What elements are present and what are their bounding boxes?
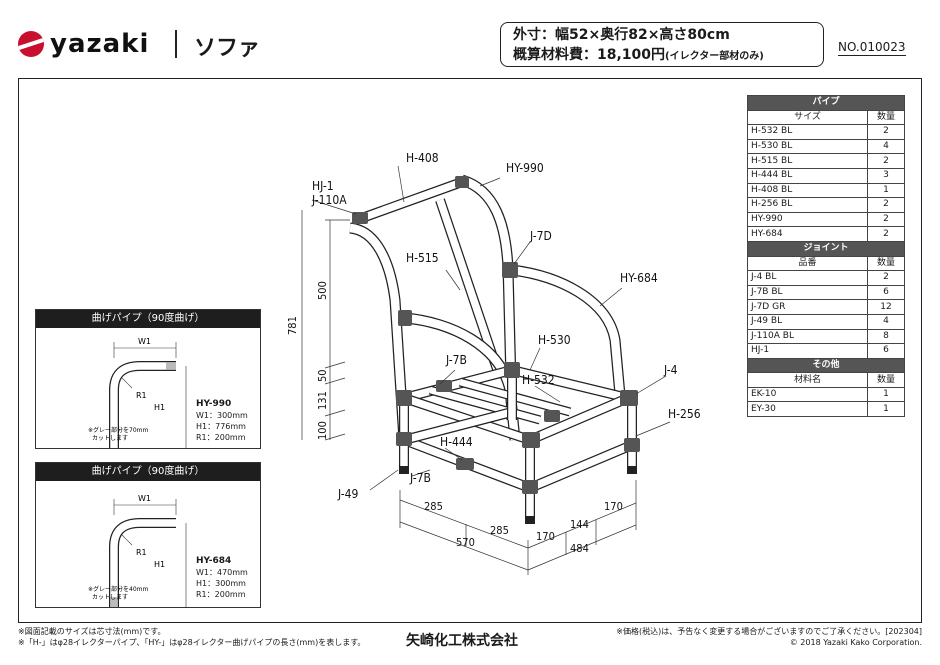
- svg-text:※グレー部分を40mm: ※グレー部分を40mm: [88, 585, 149, 593]
- svg-text:※グレー部分を70mm: ※グレー部分を70mm: [88, 426, 149, 434]
- label-h532: H-532: [522, 373, 555, 387]
- document-number: NO.010023: [838, 40, 906, 56]
- label-h530: H-530: [538, 333, 571, 347]
- header-divider: [175, 30, 177, 58]
- label-j7d: J-7D: [529, 229, 552, 243]
- bend-detail-hy990: 曲げパイプ（90度曲げ） W1 R1 H1 ※グレー部分を70mm カットします…: [35, 309, 261, 449]
- table-section-header: パイプ: [747, 95, 905, 111]
- footer-notes: ※図面記載のサイズは芯寸法(mm)です。 ※「H-」はφ28イレクターパイプ、「…: [18, 627, 366, 647]
- dim-100: 100: [316, 421, 329, 440]
- svg-text:W1: W1: [138, 337, 151, 346]
- dim-484: 484: [570, 542, 589, 555]
- company-name: 矢崎化工株式会社: [406, 633, 518, 649]
- label-h256: H-256: [668, 407, 701, 421]
- brand-logo: yazaki: [18, 29, 149, 59]
- joint-markers: [352, 176, 640, 494]
- dim-170a: 170: [536, 530, 555, 543]
- label-hy990: HY-990: [506, 161, 544, 175]
- table-column-header: サイズ数量: [747, 109, 905, 126]
- table-section-header: ジョイント: [747, 240, 905, 257]
- label-j110a: J-110A: [311, 193, 347, 207]
- table-column-header: 材料名数量: [747, 372, 905, 388]
- brand-name: yazaki: [50, 29, 150, 59]
- dim-50: 50: [316, 369, 329, 382]
- dim-144: 144: [570, 518, 589, 531]
- svg-text:R1: R1: [136, 548, 147, 557]
- cost-line: 概算材料費：18,100円(イレクター部材のみ): [513, 47, 764, 63]
- svg-text:H1: H1: [154, 560, 165, 569]
- svg-text:カットします: カットします: [92, 594, 128, 601]
- svg-text:カットします: カットします: [92, 435, 128, 442]
- dim-570: 570: [456, 536, 475, 549]
- bend-title: 曲げパイプ（90度曲げ）: [36, 463, 260, 481]
- size-line: 外寸：幅52×奥行82×高さ80cm: [513, 27, 730, 43]
- svg-text:R1: R1: [136, 391, 147, 400]
- dim-131: 131: [316, 391, 329, 410]
- leg-caps: [399, 466, 637, 524]
- label-h408: H-408: [406, 151, 439, 165]
- bend-spec: HY-684 W1：470mm H1：300mm R1：200mm: [196, 556, 248, 599]
- leader-lines: [311, 165, 671, 491]
- bend-diagram: W1 R1 H1 ※グレー部分を70mm カットします: [88, 337, 187, 448]
- bend-spec: HY-990 W1：300mm H1：776mm R1：200mm: [196, 399, 248, 442]
- label-j7b-bot: J-7B: [409, 471, 431, 485]
- bend-detail-hy684: 曲げパイプ（90度曲げ） W1 R1 H1 ※グレー部分を40mm カットします…: [35, 462, 261, 608]
- label-h515: H-515: [406, 251, 439, 265]
- label-j7b-top: J-7B: [445, 353, 467, 367]
- pipe-frame: [349, 174, 637, 520]
- label-hj1: HJ-1: [312, 179, 334, 193]
- label-j4: J-4: [663, 363, 678, 377]
- svg-text:H1: H1: [154, 403, 165, 412]
- footer-right: ※価格(税込)は、予告なく変更する場合がございますのでご了承ください。[2023…: [616, 627, 922, 647]
- dimension-labels: 781 500 50 131 100 285 285 570 170 144 1…: [286, 281, 623, 555]
- label-j49: J-49: [337, 487, 359, 501]
- dim-285b: 285: [490, 524, 509, 537]
- dimension-lines: [301, 210, 637, 575]
- dim-781: 781: [286, 316, 299, 335]
- dim-500: 500: [316, 281, 329, 300]
- page-title: ソファ: [194, 36, 261, 61]
- bend-title: 曲げパイプ（90度曲げ）: [36, 310, 260, 328]
- spec-box: 外寸：幅52×奥行82×高さ80cm 概算材料費：18,100円(イレクター部材…: [500, 22, 824, 67]
- table-column-header: 品番数量: [747, 255, 905, 272]
- bend-diagram: W1 R1 H1 ※グレー部分を40mm カットします: [88, 494, 187, 607]
- dim-285a: 285: [424, 500, 443, 513]
- dim-170b: 170: [604, 500, 623, 513]
- drawing-frame: [18, 78, 922, 623]
- svg-text:W1: W1: [138, 494, 151, 503]
- label-hy684: HY-684: [620, 271, 658, 285]
- part-labels: HJ-1 J-110A H-408 HY-990 J-7D H-515 HY-6…: [311, 151, 701, 501]
- yazaki-logo-icon: [18, 31, 44, 57]
- label-h444: H-444: [440, 435, 473, 449]
- table-section-header: その他: [747, 357, 905, 374]
